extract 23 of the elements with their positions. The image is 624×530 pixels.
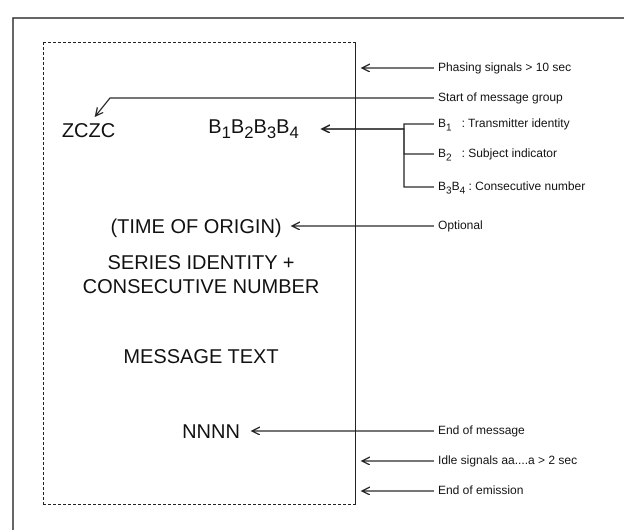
message-text: SERIES IDENTITY + CONSECUTIVE NUMBER — [61, 249, 341, 301]
annotation-text: Start of message group — [438, 89, 618, 107]
annotation-text: B$_{1}$ : Transmitter identity — [438, 115, 618, 133]
arrow — [251, 426, 434, 436]
annotation-text: End of message — [438, 422, 618, 440]
annotation-text: Phasing signals > 10 sec — [438, 59, 618, 77]
arrow — [361, 486, 434, 496]
message-text: (TIME OF ORIGIN) — [101, 214, 291, 240]
message-text: MESSAGE TEXT — [111, 344, 291, 370]
arrow — [361, 456, 434, 466]
annotation-text: Optional — [438, 217, 618, 235]
annotation-text: B$_{2}$ : Subject indicator — [438, 145, 618, 163]
message-text: ZCZC — [56, 118, 121, 144]
arrow — [321, 124, 434, 188]
annotation-text: End of emission — [438, 482, 618, 500]
annotation-text: B$_{3}$B$_{4}$ : Consecutive number — [438, 178, 618, 196]
message-text: NNNN — [171, 419, 251, 445]
arrow — [94, 97, 434, 117]
message-text: B$_{1}$B$_{2}$B$_{3}$B$_{4}$ — [186, 114, 321, 146]
message-frame — [43, 42, 356, 505]
arrow — [361, 63, 434, 73]
annotation-text: Idle signals aa....a > 2 sec — [438, 452, 618, 470]
arrow — [291, 221, 434, 231]
